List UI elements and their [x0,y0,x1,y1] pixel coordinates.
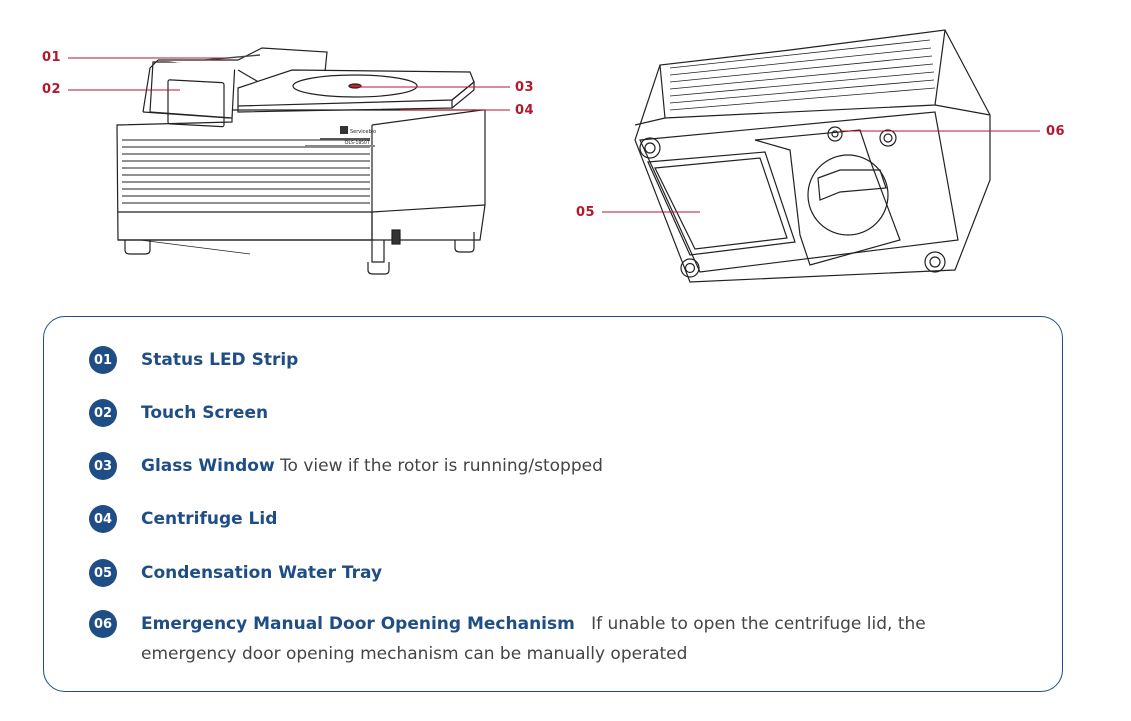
number-badge: 05 [89,559,117,587]
centrifuge-front-view [116,47,486,275]
legend-text: Status LED Strip [141,345,298,375]
legend-title: Status LED Strip [141,350,299,370]
callout-01: 01 [42,50,62,65]
callout-lines-bottom [602,130,1040,213]
callout-05: 05 [576,205,596,220]
legend-item: 04 Centrifuge Lid [89,505,277,534]
legend-text: Emergency Manual Door Opening Mechanism … [141,609,1009,669]
callout-lines-front [68,57,510,111]
number-badge: 04 [89,505,117,533]
legend-description: To view if the rotor is running/stopped [280,456,603,476]
callout-02: 02 [42,82,62,97]
number-badge: 06 [89,610,117,638]
callout-06: 06 [1046,124,1066,139]
legend-text: Condensation Water Tray [141,558,382,588]
number-badge: 03 [89,452,117,480]
legend-title: Condensation Water Tray [141,563,383,583]
legend-title: Glass Window [141,456,275,476]
number-badge: 02 [89,399,117,427]
callout-03: 03 [515,80,535,95]
legend-text: Glass Window To view if the rotor is run… [141,451,603,481]
legend-panel: 01 Status LED Strip 02 Touch Screen 03 G… [43,316,1063,692]
centrifuge-bottom-view [634,29,991,283]
legend-item: 06 Emergency Manual Door Opening Mechani… [89,610,1009,669]
callout-04: 04 [515,103,535,118]
brand-label: Servicebio [350,129,376,135]
legend-text: Centrifuge Lid [141,504,277,534]
legend-description: If unable to open the centrifuge lid, th… [141,614,926,664]
legend-item: 03 Glass Window To view if the rotor is … [89,452,603,481]
legend-title: Centrifuge Lid [141,509,278,529]
number-badge: 01 [89,346,117,374]
legend-title: Touch Screen [141,403,269,423]
legend-text: Touch Screen [141,398,268,428]
model-label: DLS-1850T [345,140,370,146]
legend-title: Emergency Manual Door Opening Mechanism [141,614,575,634]
product-diagram: Servicebio DLS-1850T [68,29,1040,283]
legend-item: 05 Condensation Water Tray [89,559,382,588]
legend-item: 01 Status LED Strip [89,346,298,375]
legend-item: 02 Touch Screen [89,399,268,428]
